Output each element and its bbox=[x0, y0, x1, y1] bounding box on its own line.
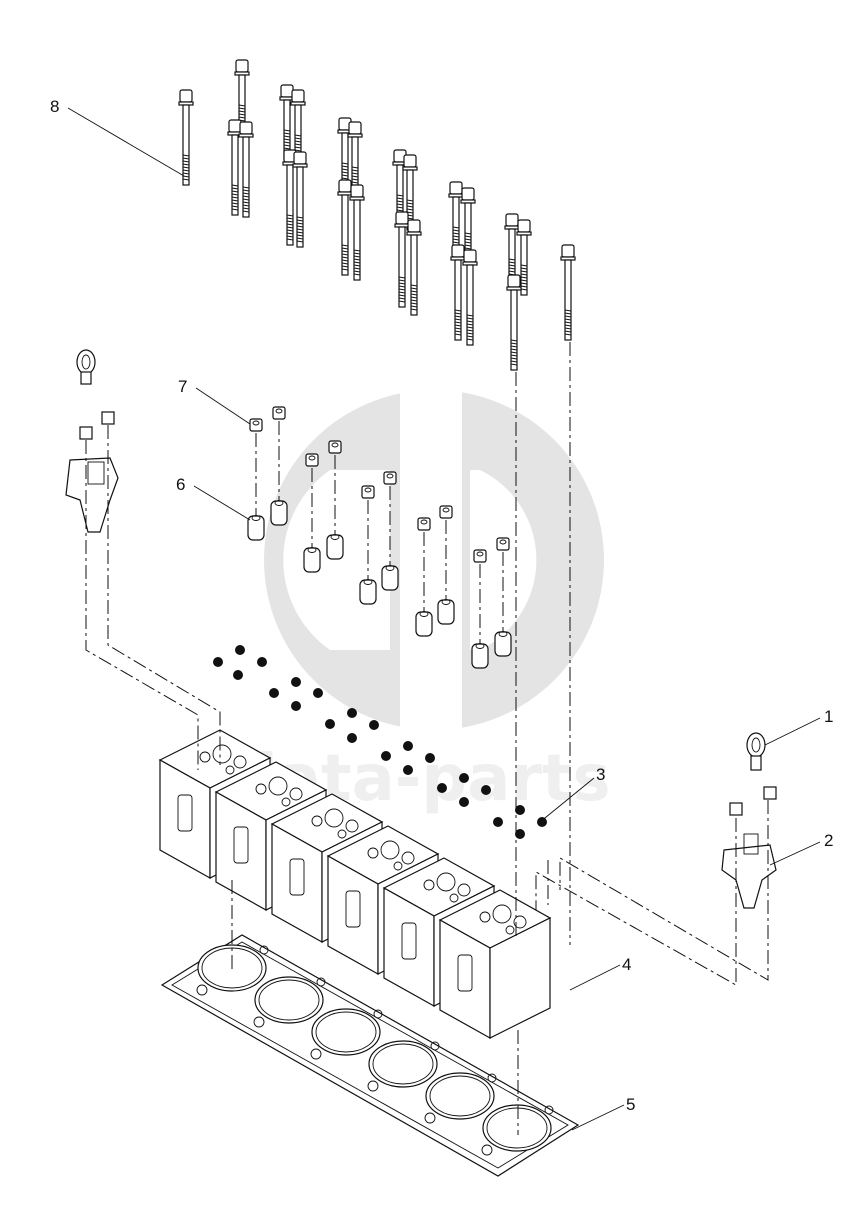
seal-ring bbox=[481, 785, 491, 795]
cylinder-head bbox=[438, 889, 552, 1040]
nut-sleeve-pair bbox=[270, 406, 288, 526]
seal-ring bbox=[515, 829, 525, 839]
seal-ring bbox=[213, 657, 223, 667]
sleeve bbox=[326, 534, 344, 560]
seal-rings bbox=[213, 645, 547, 839]
nuts-and-sleeves bbox=[247, 406, 512, 669]
sleeve bbox=[303, 547, 321, 573]
seal-ring bbox=[437, 783, 447, 793]
nut-sleeve-pair bbox=[471, 549, 489, 669]
bolt bbox=[238, 121, 254, 218]
bolt bbox=[290, 89, 306, 166]
seal-ring bbox=[537, 817, 547, 827]
gasket-bore bbox=[482, 1104, 552, 1152]
lifting-eye-right bbox=[721, 732, 777, 909]
watermark: data-parts bbox=[232, 390, 611, 816]
seal-ring bbox=[403, 765, 413, 775]
gasket-bore bbox=[368, 1040, 438, 1088]
bolt bbox=[462, 249, 478, 346]
head-gasket bbox=[160, 934, 580, 1177]
leader-lines bbox=[67, 107, 821, 1131]
callout-5: 5 bbox=[626, 1095, 635, 1114]
seal-ring bbox=[459, 773, 469, 783]
sleeve bbox=[437, 599, 455, 625]
bolt bbox=[506, 274, 522, 371]
nut-sleeve-pair bbox=[247, 418, 265, 541]
bolt bbox=[349, 184, 365, 281]
bolt bbox=[227, 119, 243, 216]
callouts: 8 7 6 1 2 3 4 5 bbox=[50, 97, 833, 1114]
sleeve bbox=[270, 500, 288, 526]
sleeve bbox=[415, 611, 433, 637]
bolt bbox=[394, 211, 410, 308]
bolt bbox=[178, 89, 194, 186]
seal-ring bbox=[347, 708, 357, 718]
lifting-eye-left bbox=[65, 349, 119, 533]
nut-sleeve-pair bbox=[359, 485, 377, 605]
seal-ring bbox=[493, 817, 503, 827]
sleeve bbox=[494, 631, 512, 657]
bolt bbox=[560, 244, 576, 341]
callout-2: 2 bbox=[824, 831, 833, 850]
sleeve bbox=[381, 565, 399, 591]
sleeve bbox=[359, 579, 377, 605]
seal-ring bbox=[291, 701, 301, 711]
seal-ring bbox=[369, 720, 379, 730]
seal-ring bbox=[425, 753, 435, 763]
bolt bbox=[406, 219, 422, 316]
gasket-bore bbox=[254, 976, 324, 1024]
alignment-lines bbox=[85, 342, 769, 1135]
gasket-bore bbox=[311, 1008, 381, 1056]
seal-ring bbox=[235, 645, 245, 655]
nut-sleeve-pair bbox=[437, 505, 455, 625]
seal-ring bbox=[459, 797, 469, 807]
sleeve bbox=[471, 643, 489, 669]
bolt bbox=[516, 219, 532, 296]
callout-7: 7 bbox=[178, 377, 187, 396]
gasket-bore bbox=[425, 1072, 495, 1120]
cylinder-head-bolts bbox=[178, 59, 576, 371]
seal-ring bbox=[347, 733, 357, 743]
seal-ring bbox=[269, 688, 279, 698]
bolt bbox=[282, 149, 298, 246]
seal-ring bbox=[313, 688, 323, 698]
sleeve bbox=[247, 515, 265, 541]
bolt bbox=[292, 151, 308, 248]
bolt bbox=[337, 179, 353, 276]
callout-3: 3 bbox=[596, 765, 605, 784]
nut-sleeve-pair bbox=[303, 453, 321, 573]
seal-ring bbox=[325, 719, 335, 729]
bolt bbox=[450, 244, 466, 341]
cylinder-heads bbox=[158, 729, 552, 1040]
callout-1: 1 bbox=[824, 707, 833, 726]
seal-ring bbox=[403, 741, 413, 751]
nut-sleeve-pair bbox=[326, 440, 344, 560]
seal-ring bbox=[233, 670, 243, 680]
callout-8: 8 bbox=[50, 97, 59, 116]
callout-4: 4 bbox=[622, 955, 631, 974]
nut-sleeve-pair bbox=[381, 471, 399, 591]
seal-ring bbox=[381, 751, 391, 761]
seal-ring bbox=[515, 805, 525, 815]
seal-ring bbox=[291, 677, 301, 687]
nut-sleeve-pair bbox=[494, 537, 512, 657]
callout-6: 6 bbox=[176, 475, 185, 494]
nut-sleeve-pair bbox=[415, 517, 433, 637]
seal-ring bbox=[257, 657, 267, 667]
